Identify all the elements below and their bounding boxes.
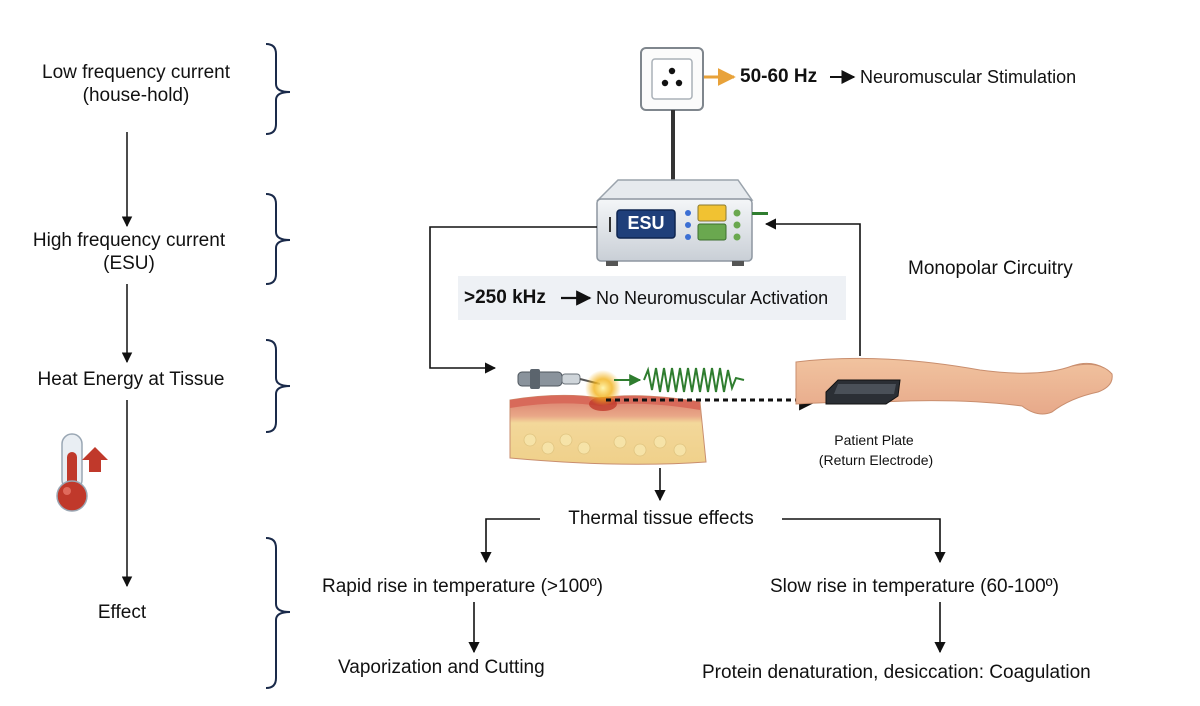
outlet-frequency-label: 50-60 Hz bbox=[740, 66, 818, 87]
patient-plate-title: Patient Plate bbox=[834, 432, 914, 448]
esu-frequency-panel bbox=[458, 276, 846, 320]
circuit-active-wire bbox=[429, 226, 597, 374]
label-high-frequency: High frequency current (ESU) bbox=[33, 230, 225, 276]
circuit-return-wire bbox=[764, 218, 861, 356]
thermometer-icon bbox=[56, 433, 88, 512]
esu-result-label: No Neuromuscular Activation bbox=[596, 288, 829, 308]
effects-coagulation: Protein denaturation, desiccation: Coagu… bbox=[702, 662, 1091, 683]
effects-rapid-rise: Rapid rise in temperature (>100º) bbox=[322, 576, 603, 597]
patient-plate-icon bbox=[825, 379, 901, 405]
label-effect: Effect bbox=[97, 602, 147, 623]
up-arrow-icon bbox=[82, 447, 108, 472]
effects-slow-rise: Slow rise in temperature (60-100º) bbox=[770, 576, 1059, 597]
label-heat-energy: Heat Energy at Tissue bbox=[37, 369, 225, 390]
branch-left bbox=[480, 518, 540, 564]
esu-screen-label: ESU bbox=[627, 213, 665, 233]
signal-wave bbox=[643, 366, 745, 393]
label-high-frequency-line1: High frequency current bbox=[32, 230, 226, 251]
patient-plate-subtitle: (Return Electrode) bbox=[818, 452, 934, 468]
branch-right bbox=[782, 518, 946, 564]
outlet-result-label: Neuromuscular Stimulation bbox=[860, 67, 1077, 87]
bracket-high-frequency bbox=[265, 193, 291, 285]
electrode-probe-icon bbox=[517, 369, 601, 389]
bracket-heat-energy bbox=[265, 339, 291, 433]
label-low-frequency: Low frequency current (house-hold) bbox=[42, 62, 230, 108]
circuit-label: Monopolar Circuitry bbox=[908, 258, 1073, 279]
esu-unit-icon bbox=[596, 179, 768, 266]
label-high-frequency-line2: (ESU) bbox=[103, 252, 155, 274]
effects-vaporization: Vaporization and Cutting bbox=[338, 657, 545, 678]
bracket-effect bbox=[265, 537, 291, 689]
bracket-low-frequency bbox=[265, 43, 291, 135]
effects-title: Thermal tissue effects bbox=[568, 508, 754, 529]
esu-frequency-label: >250 kHz bbox=[464, 287, 546, 308]
spark-glow bbox=[585, 370, 621, 406]
outlet-icon bbox=[640, 47, 704, 111]
tissue-icon bbox=[509, 394, 707, 465]
label-low-frequency-line1: Low frequency current bbox=[42, 62, 230, 83]
label-low-frequency-line2: (house-hold) bbox=[82, 84, 190, 106]
